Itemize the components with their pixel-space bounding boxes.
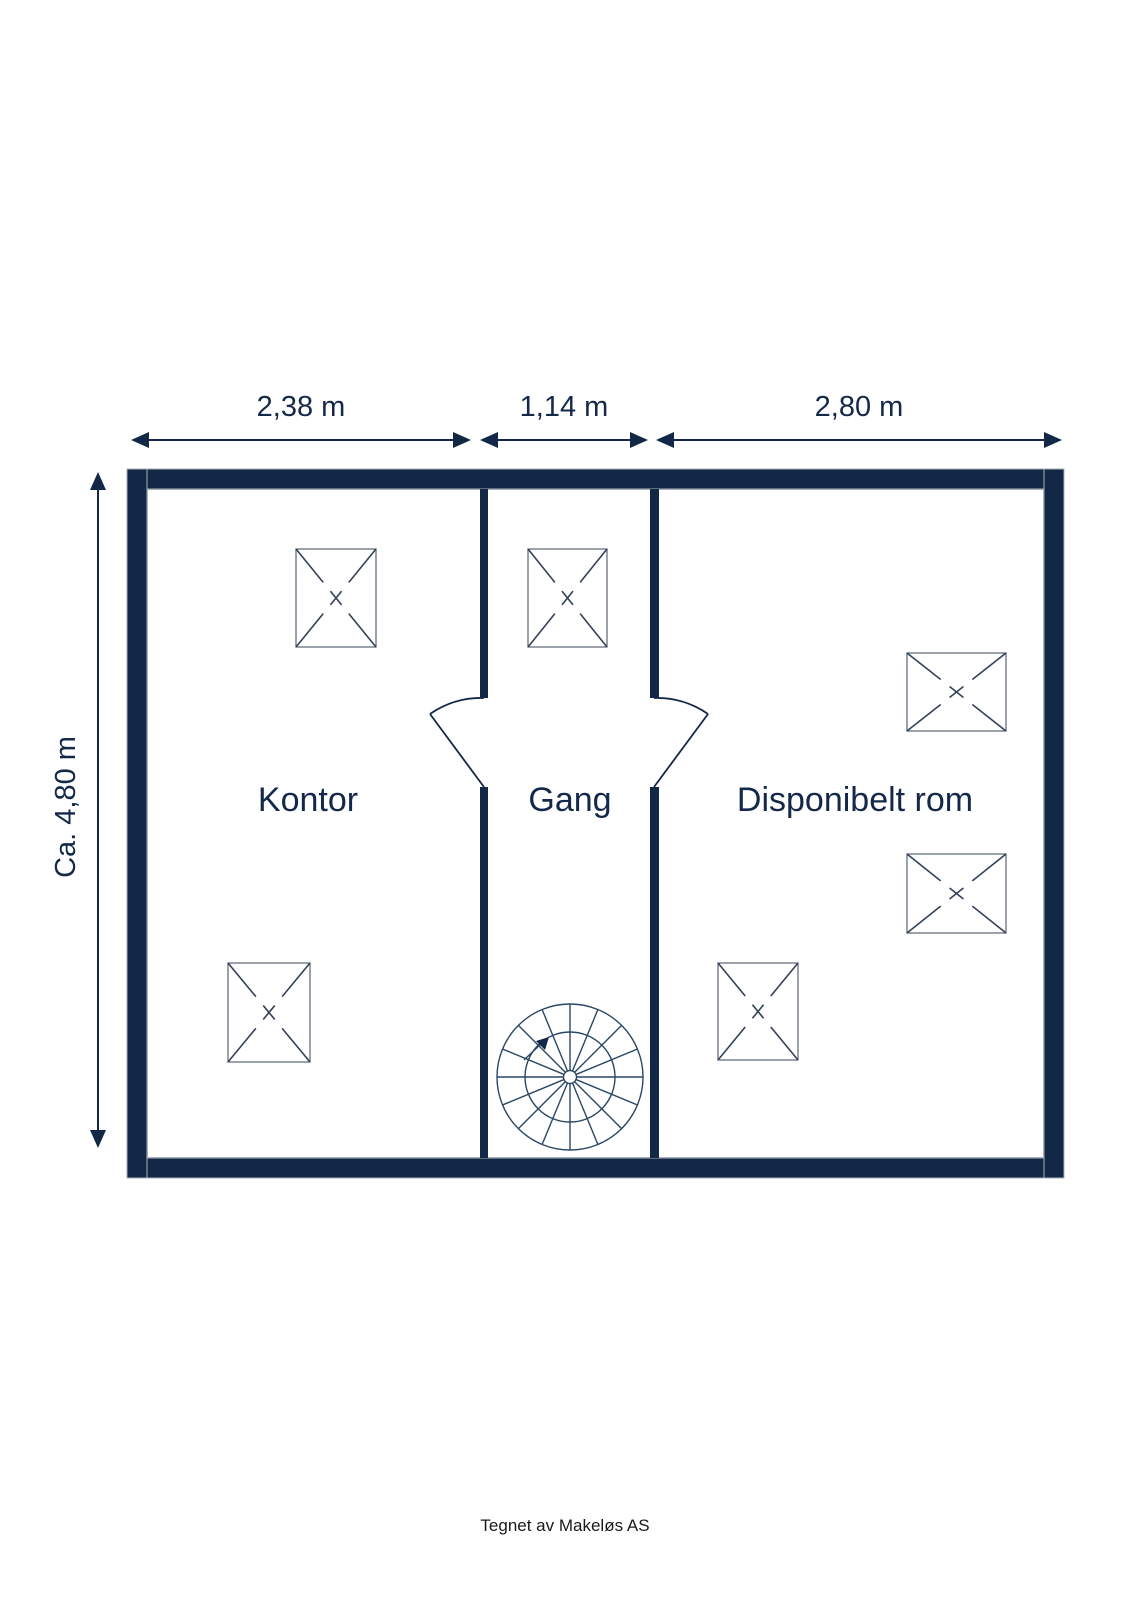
- inner-wall-outline: [147, 489, 1044, 1158]
- dimension-label-gang-width: 1,14 m: [519, 391, 609, 423]
- door-swing-arc: [429, 697, 485, 715]
- dimension-label-kontor-width: 2,38 m: [256, 391, 346, 423]
- stair-direction-arrow-icon: [523, 1037, 549, 1061]
- room-label-gang: Gang: [528, 781, 612, 819]
- room-label-disponibelt: Disponibelt rom: [736, 781, 974, 819]
- dimension-label-height: Ca. 4,80 m: [50, 736, 82, 878]
- skylight-disponibelt-topright: [906, 652, 1007, 732]
- wall-kontor-gang-bottom: [480, 787, 488, 1158]
- dimension-arrow-gang-width: [480, 432, 648, 448]
- wall-kontor-gang-top: [480, 489, 488, 698]
- door-leaf: [429, 713, 485, 788]
- skylight-gang-top: [527, 548, 608, 648]
- door-leaf: [653, 713, 709, 788]
- dimension-arrow-disponibelt-width: [656, 432, 1062, 448]
- dimension-label-disponibelt-width: 2,80 m: [814, 391, 904, 423]
- door-swing-arc: [653, 697, 709, 715]
- skylight-disponibelt-bottom: [717, 962, 799, 1061]
- door-kontor: [429, 697, 485, 788]
- room-label-kontor: Kontor: [257, 781, 359, 819]
- wall-gang-disponibelt-bottom: [650, 787, 659, 1158]
- dimension-arrow-height: [90, 472, 106, 1148]
- outer-walls: [126, 468, 1065, 1179]
- skylight-kontor-top: [295, 548, 377, 648]
- skylight-kontor-bottom: [227, 962, 311, 1063]
- interior-walls: [480, 489, 659, 1158]
- skylight-disponibelt-midright: [906, 853, 1007, 934]
- drawing-credit: Tegnet av Makeløs AS: [480, 1516, 650, 1535]
- dimension-arrow-kontor-width: [131, 432, 471, 448]
- spiral-staircase: [496, 1003, 644, 1151]
- door-disponibelt: [653, 697, 709, 788]
- wall-gang-disponibelt-top: [650, 489, 659, 698]
